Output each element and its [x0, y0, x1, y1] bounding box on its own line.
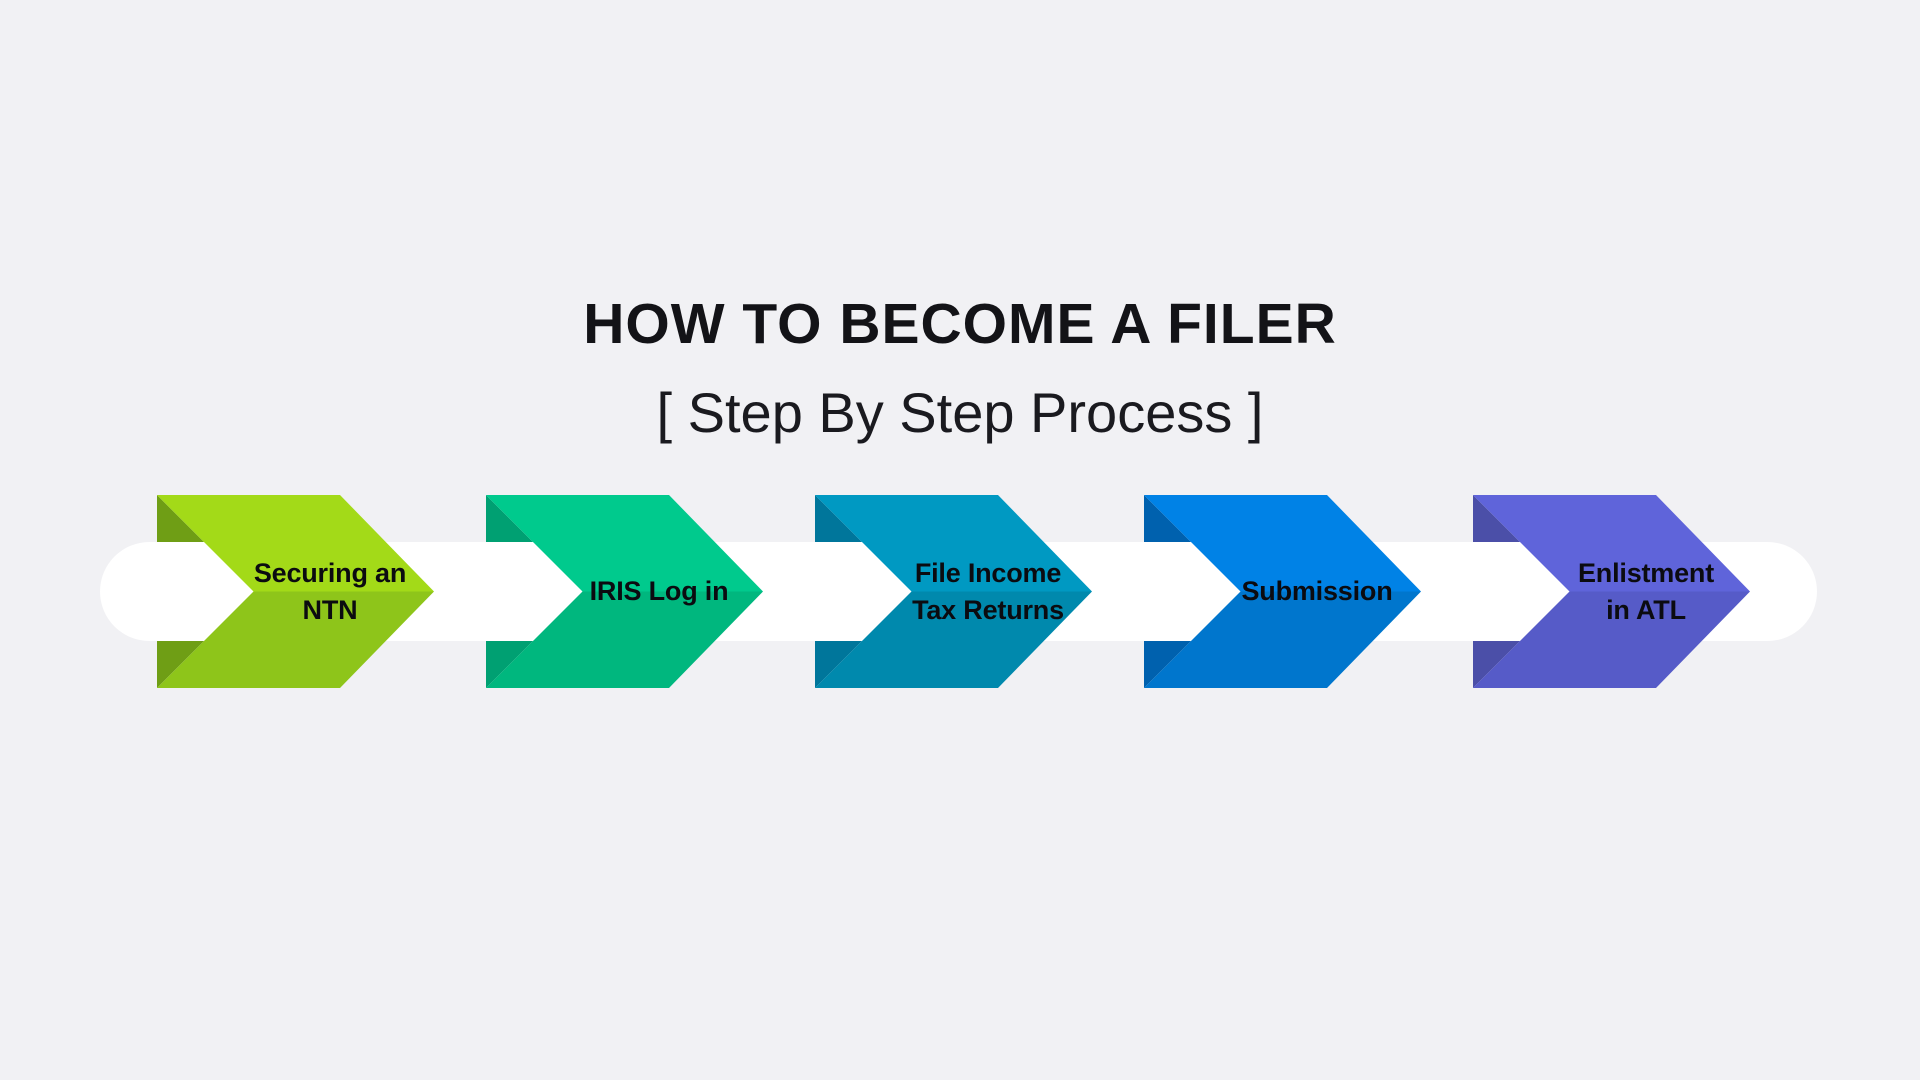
- chevron-arrow-icon: [486, 495, 763, 688]
- step-label: Submission: [1192, 495, 1442, 688]
- chevron-arrow-icon: [1473, 495, 1750, 688]
- step-label: Securing an NTN: [205, 495, 455, 688]
- step-arrow-5: Enlistment in ATL: [1473, 495, 1750, 688]
- step-label-line: IRIS Log in: [589, 576, 729, 606]
- step-label-line: Securing an: [253, 557, 407, 588]
- chevron-arrow-icon: [1144, 495, 1421, 688]
- step-label-line: File Income: [914, 557, 1062, 588]
- step-arrow-1: Securing an NTN: [157, 495, 434, 688]
- step-label-line: Enlistment: [1577, 557, 1715, 588]
- step-label-line: Submission: [1241, 576, 1393, 606]
- step-label-line: in ATL: [1606, 594, 1686, 625]
- page-subtitle: [ Step By Step Process ]: [656, 381, 1264, 444]
- chevron-arrow-icon: [815, 495, 1092, 688]
- chevron-arrow-icon: [157, 495, 434, 688]
- step-label: IRIS Log in: [534, 495, 784, 688]
- step-label: Enlistment in ATL: [1521, 495, 1771, 688]
- step-arrow-2: IRIS Log in: [486, 495, 763, 688]
- step-arrow-4: Submission: [1144, 495, 1421, 688]
- step-label-line: NTN: [302, 594, 358, 625]
- page-title: HOW TO BECOME A FILER: [583, 292, 1337, 356]
- step-label-line: Tax Returns: [912, 594, 1064, 625]
